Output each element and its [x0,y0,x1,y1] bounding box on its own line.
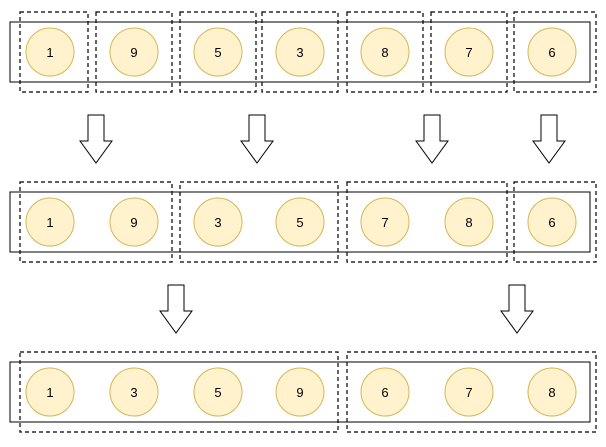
node-value: 5 [296,215,303,230]
node-value: 3 [214,215,221,230]
down-arrow-1-1 [79,114,113,164]
stage-2-node-3: 3 [193,197,243,247]
node-value: 3 [130,385,137,400]
stage-1-node-4: 3 [275,27,325,77]
node-value: 8 [548,385,555,400]
node-circle [527,27,577,77]
node-value: 9 [296,385,303,400]
node-value: 3 [296,45,303,60]
stage-2-node-4: 5 [275,197,325,247]
stage-3-node-3: 5 [193,367,243,417]
stage-3-node-5: 6 [360,367,410,417]
stage-3-node-7: 8 [527,367,577,417]
stage-2-node-5: 7 [360,197,410,247]
node-value: 7 [465,385,472,400]
node-circle [109,27,159,77]
node-circle [444,367,494,417]
stage-2-group-3 [346,181,508,263]
stage-3-node-1: 1 [25,367,75,417]
down-arrow-1-4 [532,114,566,164]
node-circle [25,27,75,77]
stage-1-node-3: 5 [193,27,243,77]
node-circle [25,197,75,247]
node-value: 5 [214,385,221,400]
stage-1-node-2: 9 [109,27,159,77]
nodes-layer: 1 9 5 3 8 7 6 1 9 3 5 7 8 6 1 3 5 9 6 7 8 [25,27,577,417]
stage-1-group-2 [95,11,173,93]
node-circle [275,367,325,417]
stage-1-node-7: 6 [527,27,577,77]
stage-3-node-2: 3 [109,367,159,417]
stage-3-node-4: 9 [275,367,325,417]
node-circle [193,197,243,247]
stage-1-group-5 [346,11,424,93]
node-circle [360,197,410,247]
node-value: 7 [381,215,388,230]
node-circle [193,27,243,77]
node-circle [444,27,494,77]
down-arrow-2-2 [500,284,534,334]
stage-1-group-7 [513,11,597,93]
stage-2-node-2: 9 [109,197,159,247]
arrows-layer [79,114,566,334]
node-value: 9 [130,45,137,60]
node-circle [360,367,410,417]
stage-1-group-6 [430,11,508,93]
stage-3-row [9,361,591,423]
stage-2-node-6: 8 [444,197,494,247]
stage-1-group-4 [261,11,339,93]
stage-3-group-1 [19,351,339,433]
node-circle [527,197,577,247]
stage-3-node-6: 7 [444,367,494,417]
node-circle [360,27,410,77]
node-circle [109,197,159,247]
down-arrow-1-2 [240,114,274,164]
stage-1-node-5: 8 [360,27,410,77]
node-circle [527,367,577,417]
rows-layer [9,21,591,423]
node-value: 6 [548,215,555,230]
node-circle [109,367,159,417]
node-value: 6 [381,385,388,400]
node-value: 1 [46,215,53,230]
groups-layer [19,11,597,433]
stage-1-group-3 [179,11,257,93]
node-circle [193,367,243,417]
stage-2-group-1 [19,181,173,263]
node-value: 1 [46,385,53,400]
node-circle [444,197,494,247]
stage-2-node-7: 6 [527,197,577,247]
stage-3-group-2 [346,351,597,433]
node-value: 9 [130,215,137,230]
node-value: 7 [465,45,472,60]
node-circle [25,367,75,417]
stage-1-node-1: 1 [25,27,75,77]
node-value: 6 [548,45,555,60]
node-circle [275,27,325,77]
stage-2-group-4 [513,181,597,263]
stage-1-group-1 [19,11,89,93]
down-arrow-1-3 [415,114,449,164]
down-arrow-2-1 [159,284,193,334]
node-value: 8 [465,215,472,230]
node-value: 8 [381,45,388,60]
stage-1-node-6: 7 [444,27,494,77]
node-value: 5 [214,45,221,60]
node-value: 1 [46,45,53,60]
stage-2-group-2 [179,181,339,263]
stage-2-row [9,191,591,253]
stage-1-row [9,21,591,83]
node-circle [275,197,325,247]
stage-2-node-1: 1 [25,197,75,247]
